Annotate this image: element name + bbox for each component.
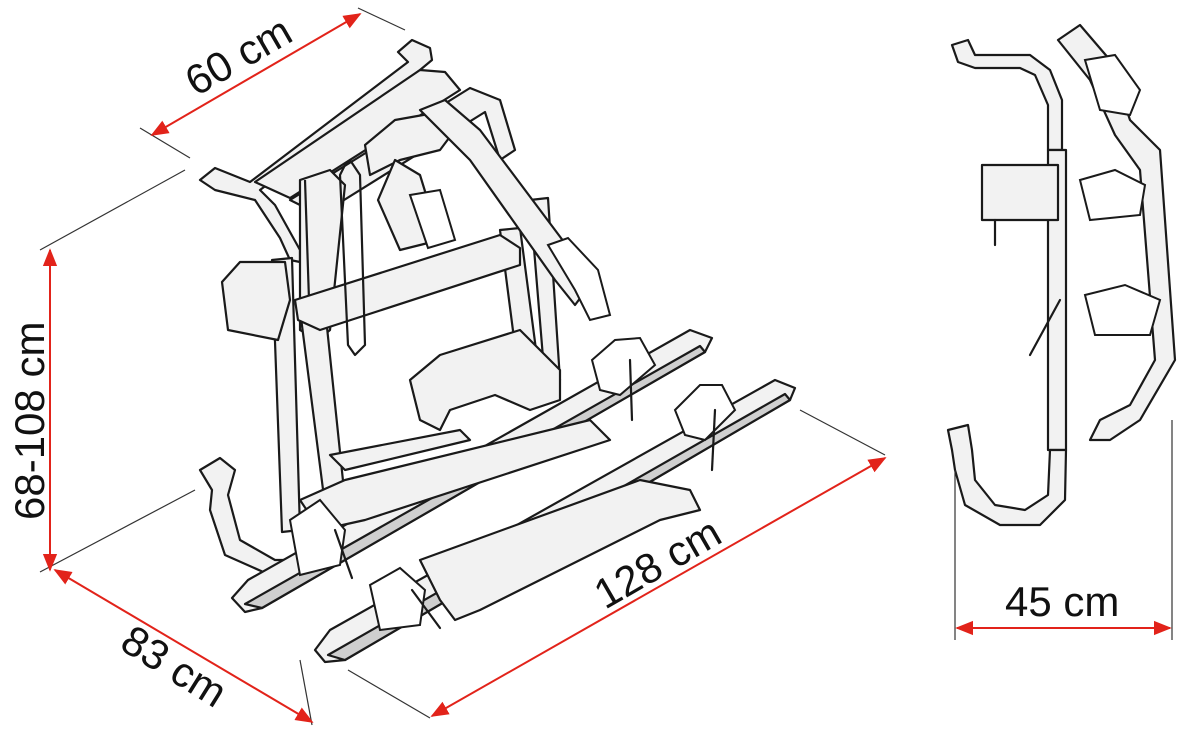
side-depth-label: 45 cm [1005, 578, 1119, 625]
side-wheel-cradle-upper [1078, 168, 1147, 222]
hanging-strap [338, 158, 367, 357]
height-label: 68-108 cm [6, 322, 53, 520]
rail-length-dimension-line [430, 457, 887, 717]
dimension-annotations: 60 cm 68-108 cm 83 cm 128 cm 45 cm [6, 7, 1173, 726]
side-top-mount [950, 38, 1064, 152]
depth-dimension-line [53, 569, 314, 723]
wheel-cradles [288, 336, 737, 632]
middle-crossbar [293, 233, 522, 332]
side-view-bike-rack [946, 23, 1177, 527]
perspective-view-bike-rack [198, 38, 797, 664]
side-lower-hook [946, 423, 1068, 527]
width-dimension-line [150, 13, 362, 136]
control-box [220, 260, 292, 342]
lower-bracket [408, 328, 562, 432]
depth-label: 83 cm [113, 616, 235, 716]
side-wheel-cradle-lower [1083, 283, 1162, 336]
width-label: 60 cm [177, 7, 300, 105]
bike-holder-arms [363, 98, 612, 322]
side-control-box [980, 163, 1060, 222]
